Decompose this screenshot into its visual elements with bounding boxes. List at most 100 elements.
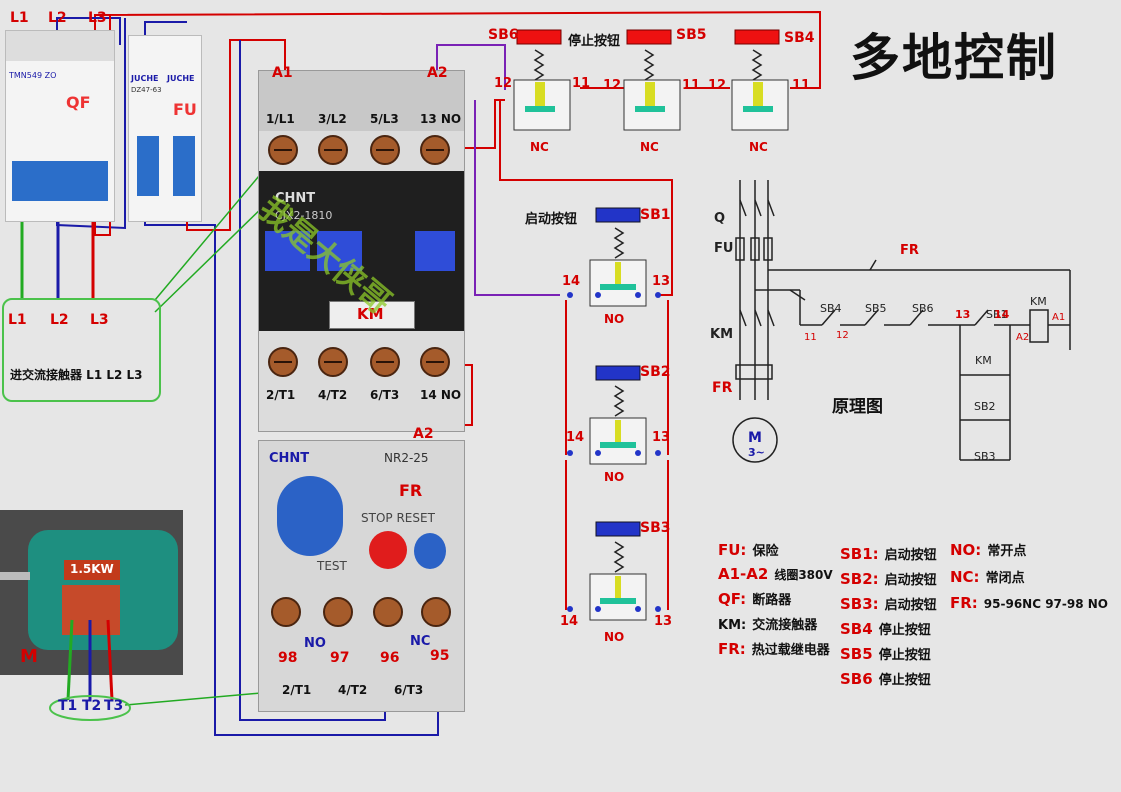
- label-a2: A2: [427, 65, 448, 81]
- callout-line-2: [154, 199, 271, 313]
- sb4-t12: 12: [708, 78, 727, 93]
- sch-n14: 14: [994, 308, 1010, 321]
- fr-term-2t1: 2/T1: [282, 683, 312, 697]
- fr-label: FR: [399, 481, 423, 500]
- sch-fu: FU: [714, 241, 733, 256]
- sch-km: KM: [710, 327, 733, 342]
- sb1-t13: 13: [652, 274, 671, 289]
- stop-caption: 停止按钮: [568, 34, 621, 49]
- fr-brand: CHNT: [269, 451, 310, 466]
- sb2-no: NO: [604, 470, 625, 484]
- sb5-t12: 12: [603, 78, 622, 93]
- contactor-label: KM: [357, 305, 384, 323]
- qf-label: QF: [66, 93, 91, 112]
- label-l2: L2: [50, 312, 69, 328]
- sb6-nc: NC: [530, 140, 549, 154]
- fr-term-97: 97: [330, 650, 350, 666]
- label-l3: L3: [90, 312, 109, 328]
- fr-screws: [271, 597, 451, 627]
- wire-red-top: [94, 10, 821, 89]
- fu-label: FU: [173, 100, 197, 119]
- sb4-t11: 11: [792, 78, 811, 93]
- fr-reset-button[interactable]: [414, 533, 446, 569]
- fu-model: DZ47-63: [131, 86, 162, 94]
- km-term-13no: 13 NO: [420, 112, 462, 126]
- km-term-14no: 14 NO: [420, 388, 462, 402]
- start-caption: 启动按钮: [525, 212, 578, 227]
- label-t1: T1: [58, 698, 78, 714]
- sch-sb2: SB2: [974, 400, 996, 413]
- sch-q: Q: [714, 211, 725, 226]
- fr-term-96: 96: [380, 650, 400, 666]
- sch-fr-top: FR: [900, 243, 919, 258]
- sch-m: M: [748, 430, 762, 446]
- fr-model: NR2-25: [384, 451, 429, 465]
- km-term-6t3: 6/T3: [370, 388, 400, 402]
- fr-term-4t2: 4/T2: [338, 683, 368, 697]
- sb2-t13: 13: [652, 430, 671, 445]
- sb3-name: SB3: [640, 520, 671, 536]
- sb3-no: NO: [604, 630, 625, 644]
- sb4-name: SB4: [784, 30, 815, 46]
- sb6-t12: 12: [494, 76, 513, 91]
- qf-brand: TMN549 ZO: [9, 71, 57, 80]
- fr-stop-reset: STOP RESET: [361, 511, 435, 525]
- fr-no-label: NO: [304, 636, 326, 651]
- schematic-title: 原理图: [832, 397, 883, 417]
- fr-term-95: 95: [430, 648, 450, 664]
- wire-blue-top: [56, 17, 121, 45]
- sch-sb1: SB1: [986, 308, 1008, 321]
- label-l1: L1: [8, 312, 27, 328]
- overload-relay-fr: CHNT NR2-25 FR STOP RESET TEST: [258, 440, 465, 712]
- sch-sb3: SB3: [974, 450, 996, 463]
- sb5-nc: NC: [640, 140, 659, 154]
- sb5-t11: 11: [682, 78, 701, 93]
- sb3-t14: 14: [560, 614, 579, 629]
- sb3-t13: 13: [654, 614, 673, 629]
- sb4-nc: NC: [749, 140, 768, 154]
- fr-term-98: 98: [278, 650, 298, 666]
- sch-m3: 3~: [748, 446, 765, 459]
- km-term-3l2: 3/L2: [318, 112, 347, 126]
- motor-label: M: [20, 646, 38, 667]
- note-box: 进交流接触器 L1 L2 L3: [2, 298, 161, 402]
- schematic-diagram: Q FU KM FR FR M 3~ SB4 SB5 SB6 SB1 SB2 S…: [710, 180, 1071, 463]
- sch-a1: A1: [1052, 312, 1065, 323]
- wire-red-a1: [186, 39, 286, 231]
- sch-sb6: SB6: [912, 302, 934, 315]
- sch-fr: FR: [712, 380, 733, 396]
- motor-power: 1.5KW: [70, 562, 114, 576]
- sch-n13: 13: [955, 308, 970, 321]
- wire-red-start: [499, 100, 673, 296]
- sch-sb4: SB4: [820, 302, 842, 315]
- motor-leads: [49, 619, 131, 721]
- sch-sb5: SB5: [865, 302, 887, 315]
- km-term-4t2: 4/T2: [318, 388, 348, 402]
- sch-n11: 11: [804, 332, 817, 343]
- top-label-l1: L1: [10, 10, 29, 26]
- wire-purple-a2: [436, 44, 506, 90]
- contactor-model: CJX2-1810: [275, 209, 333, 222]
- fr-dial[interactable]: [277, 476, 343, 556]
- fr-test: TEST: [317, 559, 347, 573]
- fr-nc-label: NC: [410, 634, 431, 649]
- wire-purple-14: [474, 100, 560, 296]
- sch-km-aux: KM: [975, 354, 992, 367]
- stop-buttons-graphic: [513, 29, 789, 131]
- sb5-name: SB5: [676, 27, 707, 43]
- sb1-no: NO: [604, 312, 625, 326]
- legend-right: NO:常开点 NC:常闭点 FR:95-96NC 97-98 NO: [950, 541, 1109, 612]
- sb6-t11: 11: [572, 76, 591, 91]
- start-buttons-graphic: [567, 207, 661, 621]
- top-label-l3: L3: [88, 10, 107, 26]
- fr-term-6t3: 6/T3: [394, 683, 424, 697]
- qf-breaker: TMN549 ZO QF: [5, 30, 115, 222]
- sch-a2: A2: [1016, 332, 1029, 343]
- wire-blue-fr95: [144, 215, 439, 736]
- km-term-2t1: 2/T1: [266, 388, 296, 402]
- fr-stop-button[interactable]: [369, 531, 407, 569]
- fu-brand: JUCHE: [131, 74, 159, 83]
- note-text: 进交流接触器 L1 L2 L3: [10, 368, 143, 382]
